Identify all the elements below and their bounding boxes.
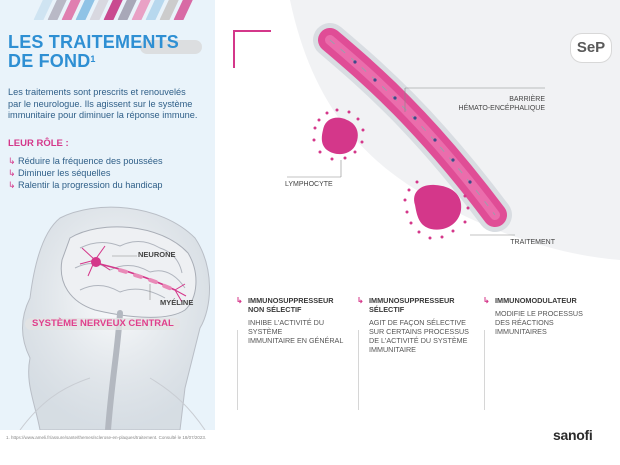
card-description: MODIFIE LE PROCESSUS DES RÉACTIONS IMMUN… [495,309,598,336]
card-desc-line: AGIT DE FAÇON SÉLECTIVE [369,318,466,327]
role-item-label: Diminuer les séquelles [18,168,111,178]
card-desc-line: INHIBE L'ACTIVITÉ DU SYSTÈME [248,318,325,336]
intro-line: Les traitements sont prescrits et renouv… [8,87,186,97]
card-desc-line: IMMUNITAIRES [495,327,547,336]
card-desc-line: SUR CERTAINS PROCESSUS [369,327,469,336]
role-item: ↳Ralentir la progression du handicap [8,179,213,191]
system-label-highlight [25,318,180,330]
card-title: ↳ IMMUNOMODULATEUR [483,296,598,305]
card-desc-line: IMMUNITAIRE [369,345,416,354]
card-desc-line: MODIFIE LE PROCESSUS [495,309,583,318]
arrow-icon: ↳ [357,296,364,305]
intro-text: Les traitements sont prescrits et renouv… [8,87,208,122]
card-divider [358,330,359,410]
card-title-line: IMMUNOMODULATEUR [495,296,577,305]
arrow-icon: ↳ [8,179,16,190]
intro-line: immunitaire pour diminuer la réponse imm… [8,110,198,120]
brain-illustration [19,206,210,430]
corner-bracket [233,30,271,68]
role-item: ↳Réduire la fréquence des poussées [8,155,213,167]
treatment-label: TRAITEMENT [510,239,555,246]
page-title: LES TRAITEMENTS DE FOND1 [8,33,208,71]
card-title-line: NON SÉLECTIF [248,305,302,314]
arrow-icon: ↳ [236,296,243,305]
arrow-icon: ↳ [483,296,490,305]
card-title-line: IMMUNOSUPPRESSEUR [369,296,455,305]
card-divider [484,330,485,410]
decorative-stripes [30,0,200,20]
barrier-label: BARRIÈRE HÉMATO-ENCÉPHALIQUE [430,95,545,113]
arrow-icon: ↳ [8,167,16,178]
role-item-label: Réduire la fréquence des poussées [18,156,163,166]
sep-logo: SeP [570,33,612,63]
card-desc-line: DES RÉACTIONS [495,318,554,327]
barrier-label-line: BARRIÈRE [509,96,545,103]
role-item-label: Ralentir la progression du handicap [18,180,163,190]
barrier-label-line: HÉMATO-ENCÉPHALIQUE [458,105,545,112]
card-divider [237,330,238,410]
card-description: INHIBE L'ACTIVITÉ DU SYSTÈME IMMUNITAIRE… [248,318,351,345]
card-desc-line: IMMUNITAIRE EN GÉNÉRAL [248,336,344,345]
card-title-line: IMMUNOSUPPRESSEUR [248,296,334,305]
intro-line: par le neurologue. Ils agissent sur le s… [8,98,193,109]
card-title-line: SÉLECTIF [369,305,405,314]
system-nerveux-label: SYSTÈME NERVEUX CENTRAL [32,318,174,329]
sanofi-logo: sanofi [553,427,593,443]
card-desc-line: DE L'ACTIVITÉ DU SYSTÈME [369,336,468,345]
arrow-icon: ↳ [8,155,16,166]
role-list: ↳Réduire la fréquence des poussées ↳Dimi… [8,155,213,191]
blood-brain-barrier-illustration [215,0,620,260]
title-line-1: LES TRAITEMENTS [8,32,180,52]
lymphocyte-label: LYMPHOCYTE [285,181,333,188]
myeline-label: MYÉLINE [160,298,194,307]
title-highlight [140,40,202,54]
role-title: LEUR RÔLE : [8,138,69,149]
role-item: ↳Diminuer les séquelles [8,167,213,179]
footnote: 1. https://www.ameli.fr/assure/sante/the… [6,435,207,440]
card-description: AGIT DE FAÇON SÉLECTIVE SUR CERTAINS PRO… [369,318,472,354]
title-line-2: DE FOND [8,51,91,71]
neurone-label: NEURONE [138,250,176,259]
treatment-card-immunomodulator: ↳ IMMUNOMODULATEUR MODIFIE LE PROCESSUS … [483,296,598,336]
title-footnote-ref: 1 [90,54,96,64]
